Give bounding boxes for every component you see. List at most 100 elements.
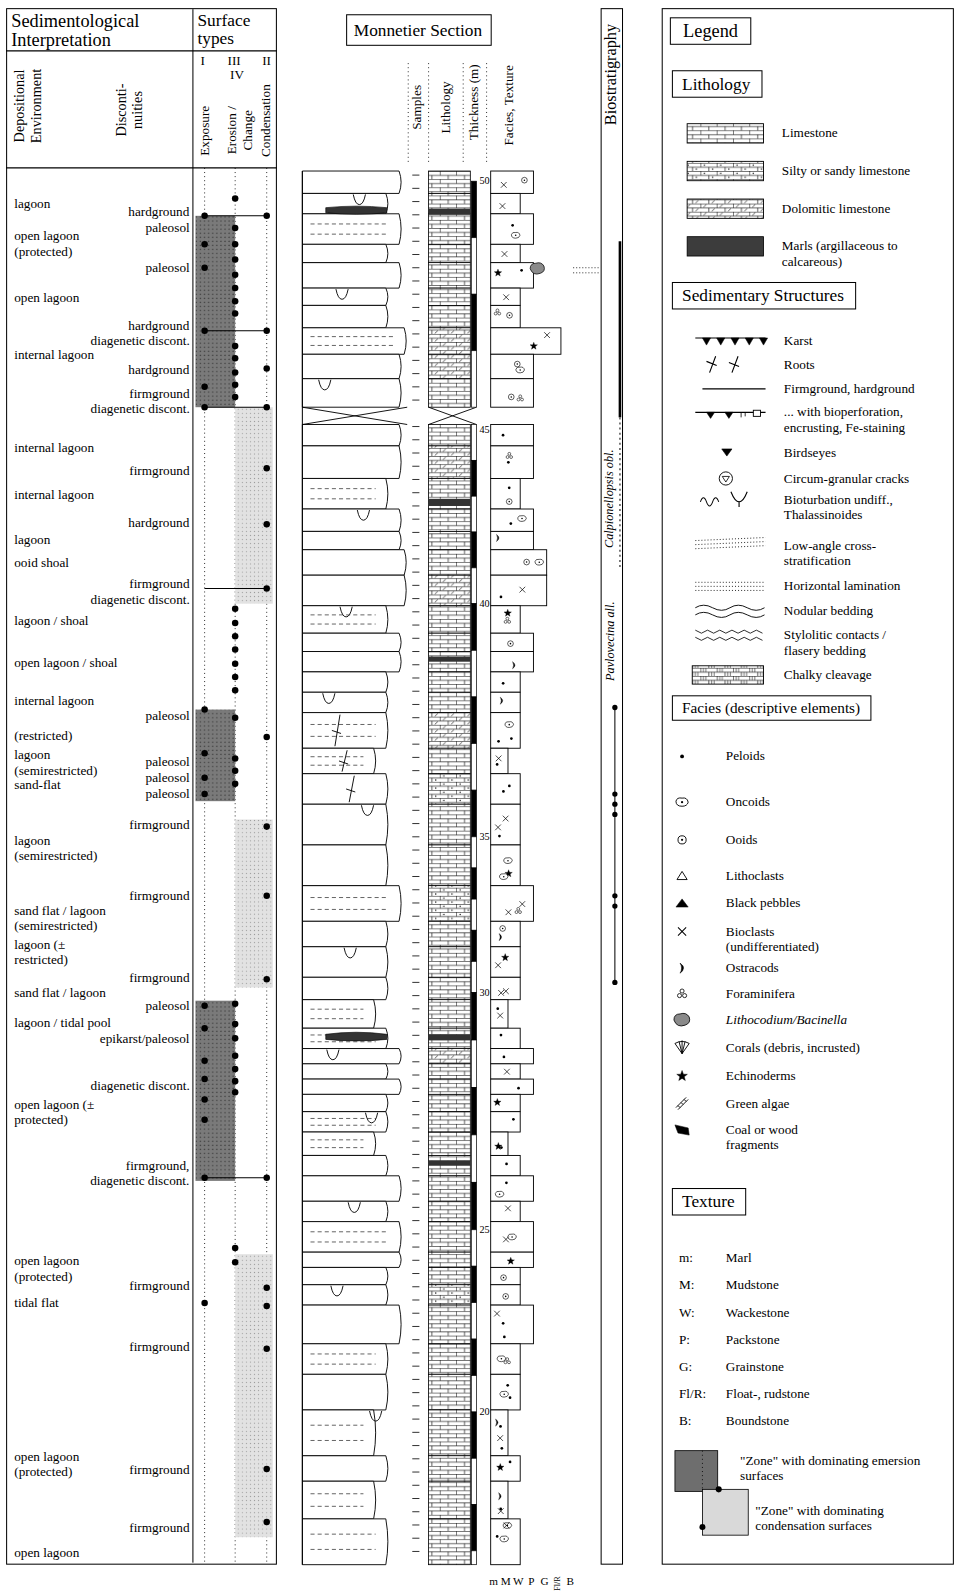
thickness-scale — [471, 697, 476, 744]
interpretation-label: internal lagoon — [14, 440, 94, 455]
legend-label: Low-angle cross-stratification — [784, 539, 937, 569]
facies-bed — [491, 1049, 534, 1064]
legend-sample — [695, 542, 765, 545]
facies-symbol — [505, 1163, 508, 1166]
range-line — [614, 708, 615, 983]
drawing-part — [503, 1294, 509, 1300]
interpretation-label: hardground — [128, 204, 189, 219]
drawing-part — [526, 561, 528, 563]
surface-dot — [201, 706, 208, 713]
legend-label: Black pebbles — [726, 895, 930, 910]
facies-symbol — [502, 682, 505, 685]
sample-tick — [412, 1524, 419, 1525]
legend-label: Ooids — [726, 832, 930, 847]
sample-tick — [412, 492, 419, 493]
lithology-bed — [429, 606, 471, 633]
lithology-bed — [429, 1285, 471, 1305]
surface-dot — [201, 1096, 208, 1103]
legend-dot — [716, 1486, 722, 1492]
texture-axis-label: P — [528, 1574, 534, 1587]
facies-bed — [491, 305, 521, 327]
column-header: Condensation — [259, 84, 274, 157]
legend-label: Silty or sandy limestone — [782, 163, 950, 178]
lithology-bed — [429, 509, 471, 531]
facies-bed — [491, 921, 521, 946]
lamination — [310, 488, 375, 489]
sample-tick — [412, 347, 419, 348]
oncoid-symbol — [500, 1391, 509, 1397]
sample-tick — [412, 664, 419, 665]
texture-axis-label: B — [567, 1574, 574, 1587]
legend-sample — [695, 605, 764, 610]
thickness-scale — [471, 568, 476, 604]
facies-symbol — [520, 587, 526, 593]
drawing-part — [500, 1447, 503, 1450]
interpretation-label: internal lagoon — [14, 487, 94, 502]
facies-symbol — [503, 1523, 512, 1529]
sample-link — [573, 267, 599, 268]
root-mark — [339, 750, 348, 771]
surface-dot — [263, 823, 270, 830]
section-bed — [302, 550, 406, 575]
legend-sample — [687, 161, 763, 180]
interpretation-label: firmground — [129, 817, 189, 832]
sample-tick — [412, 1260, 419, 1261]
lithology-bed — [429, 550, 471, 575]
facies-symbol — [499, 1425, 502, 1428]
gap-cross — [302, 407, 407, 424]
facies-bed — [491, 774, 521, 805]
facies-bed — [491, 977, 521, 999]
sample-tick — [412, 1299, 419, 1300]
facies-symbol — [494, 1311, 500, 1317]
legend-label: Circum-granular cracks — [784, 471, 937, 486]
drawing-part — [506, 617, 509, 620]
legend-label: Dolomitic limestone — [782, 201, 950, 216]
surface-link — [205, 330, 267, 331]
interpretation-label: open lagoon (protected) — [14, 1450, 97, 1480]
section-bed — [302, 379, 401, 408]
interpretation-label: lagoon — [14, 196, 50, 211]
column-guide — [486, 63, 487, 163]
facies-symbol — [503, 1237, 509, 1243]
section-bed — [302, 1201, 388, 1221]
drawing-part — [510, 643, 512, 645]
drawing-part — [508, 452, 511, 455]
facies-bed — [491, 171, 534, 193]
thickness-scale — [471, 1135, 476, 1182]
drawing-part — [496, 1535, 499, 1538]
drawing-part — [510, 396, 512, 398]
biozone-name: Calpionellopsis obl. — [603, 450, 617, 548]
interpretation-label: firmground — [129, 577, 189, 592]
column-guide — [463, 63, 464, 163]
facies-symbol — [494, 309, 500, 315]
facies-bed — [491, 1252, 534, 1267]
facies-symbol — [496, 1535, 499, 1538]
range-dot — [612, 812, 617, 817]
thickness-scale — [471, 837, 476, 868]
drawing-part — [502, 790, 505, 793]
facies-symbol — [506, 909, 512, 915]
facies-bed — [491, 633, 534, 651]
legend-sample — [695, 590, 765, 591]
surface-dot — [263, 734, 270, 741]
surface-dot — [232, 1052, 239, 1059]
thickness-scale — [471, 1551, 476, 1565]
oncoid-symbol — [505, 722, 514, 728]
lamination — [310, 1241, 388, 1242]
sample-tick — [412, 558, 419, 559]
section-bed — [302, 263, 401, 288]
legend-swatch — [702, 1489, 748, 1535]
facies-bed — [491, 244, 521, 262]
facies-symbol — [544, 332, 550, 338]
lithology-bed — [429, 1344, 471, 1375]
range-line — [619, 417, 620, 570]
marl-lens — [326, 206, 387, 214]
sample-tick — [412, 1194, 419, 1195]
texture-code: m: — [679, 1251, 693, 1266]
facies-symbol — [496, 1419, 498, 1426]
thickness-scale — [471, 1087, 476, 1134]
range-line — [619, 241, 622, 417]
sample-tick — [412, 1511, 419, 1512]
drawing-part — [504, 1361, 507, 1364]
drawing-part — [503, 1538, 505, 1540]
